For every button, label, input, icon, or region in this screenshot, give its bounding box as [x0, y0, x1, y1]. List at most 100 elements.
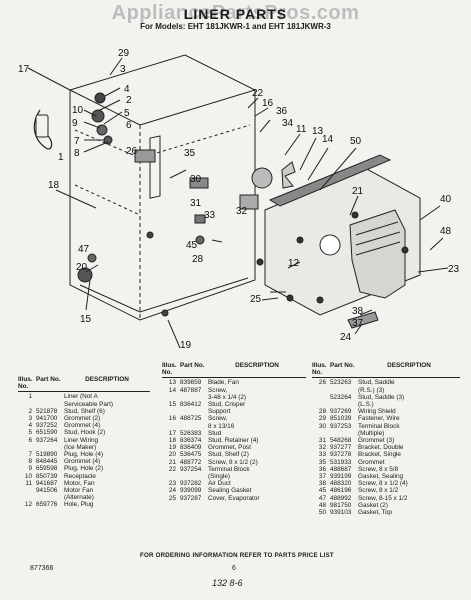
row-part-no: 487887 [180, 386, 202, 394]
row-part-no: 939103 [330, 509, 352, 517]
row-description: (Alternate) [64, 494, 94, 502]
row-part-no: 488992 [330, 494, 352, 502]
row-description: Hole, Plug [64, 501, 94, 509]
callout-label: 28 [192, 254, 204, 265]
callout-label: 45 [186, 240, 198, 251]
row-description: Blade, Fan [208, 379, 239, 387]
callout-label: 50 [350, 136, 362, 147]
row-illus-no [312, 387, 330, 394]
row-description: Grommet (2) [64, 415, 101, 423]
row-description: Bracket, Single [358, 451, 401, 459]
row-illus-no: 14 [168, 386, 176, 394]
row-illus-no: 33 [318, 451, 326, 459]
row-illus-no [18, 487, 36, 494]
row-part-no: 937252 [36, 422, 58, 430]
row-description: Bracket, Double [358, 444, 404, 452]
row-description: Liner (Not A [64, 393, 98, 401]
table-row: Serviceable Part) [18, 401, 150, 408]
row-part-no [330, 430, 358, 437]
table-header: Illus. No. Part No. DESCRIPTION [162, 362, 306, 379]
row-description: Grommet (3) [358, 437, 395, 445]
callout-label: 12 [288, 258, 300, 269]
row-illus-no: 22 [168, 465, 176, 473]
callout-label: 24 [340, 332, 352, 343]
row-part-no: 659776 [36, 501, 58, 509]
table-row: (L.S.) [312, 401, 460, 408]
row-illus-no: 48 [318, 501, 326, 509]
header-part: Part No. [330, 362, 355, 369]
center-strip [149, 135, 161, 199]
exploded-parts-diagram: 17 29 3 4 2 5 6 10 9 7 8 22 16 36 34 11 … [18, 48, 460, 351]
liner-wiring [33, 109, 53, 150]
callout-label: 15 [80, 314, 92, 325]
callout-label: 8 [74, 148, 80, 159]
callout-label: 3 [120, 64, 126, 75]
row-part-no: 941506 [36, 487, 58, 495]
row-part-no [180, 394, 208, 401]
row-description: Sealing Gasket [208, 487, 252, 495]
row-description: Serviceable Part) [64, 400, 114, 408]
row-part-no [36, 393, 64, 400]
row-part-no: 937282 [180, 480, 202, 488]
callout-label: 10 [72, 105, 84, 116]
row-part-no: 937253 [330, 422, 352, 430]
row-description: Support [208, 408, 231, 416]
header-part: Part No. [36, 376, 61, 383]
callout-label: 33 [204, 210, 216, 221]
fan-motor [251, 167, 273, 189]
row-part-no: 536475 [180, 451, 202, 459]
row-part-no [180, 423, 208, 430]
callout-label: 9 [72, 118, 78, 129]
callout-label: 32 [236, 206, 248, 217]
callout-label: 19 [180, 340, 192, 351]
row-illus-no [162, 423, 180, 430]
callout-label: 35 [184, 148, 196, 159]
row-part-no: 937269 [330, 408, 352, 416]
row-description: Gasket, Top [358, 509, 392, 517]
row-illus-no: 30 [318, 422, 326, 430]
callout-label: 1 [58, 152, 64, 163]
row-description: Motor Fan [64, 487, 94, 495]
row-part-no: 488725 [180, 415, 202, 423]
row-illus-no: 32 [318, 444, 326, 452]
row-part-no: 531933 [330, 458, 352, 466]
row-part-no: 851039 [330, 415, 352, 423]
table-row: 941506 Motor Fan [18, 487, 150, 494]
row-part-no: 937278 [330, 451, 352, 459]
row-illus-no: 45 [318, 487, 326, 495]
row-part-no: 836374 [180, 437, 202, 445]
row-part-no: 850739 [36, 472, 58, 480]
header-description: DESCRIPTION [235, 362, 279, 369]
row-illus-no: 19 [168, 444, 176, 452]
row-description: Screw, 8 x 1/2 (2) [208, 458, 258, 466]
row-part-no: 981750 [330, 501, 352, 509]
row-illus-no: 28 [318, 408, 326, 416]
row-description: Stud [208, 429, 222, 437]
callout-label: 17 [18, 64, 30, 75]
row-illus-no: 6 [28, 436, 32, 444]
row-description: (R.S.) (3) [358, 386, 385, 394]
callout-label: 31 [190, 198, 202, 209]
callout-label: 26 [126, 146, 138, 157]
row-description: Grommet (4) [64, 422, 101, 430]
row-description: Screw, [208, 415, 228, 423]
